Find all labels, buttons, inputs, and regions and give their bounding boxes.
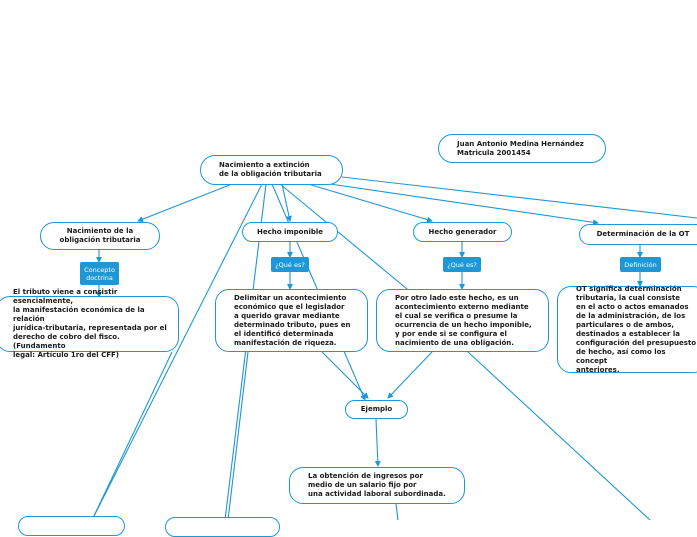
tag-definicion-label: Definición <box>624 260 657 269</box>
edge-generador-text-to-offscreen <box>467 351 651 520</box>
ejemplo-label: Ejemplo <box>360 405 393 413</box>
text-nacimiento[interactable]: El tributo viene a consistir esencialmen… <box>0 288 179 359</box>
text-determinacion-body: OT significa determinación tributaria, l… <box>576 284 697 374</box>
text-hecho-generador-body: Por otro lado este hecho, es un aconteci… <box>395 293 532 347</box>
ejemplo-node[interactable]: Ejemplo <box>345 400 408 419</box>
branch-hecho-generador-label: Hecho generador <box>428 227 497 236</box>
root-node[interactable]: Nacimiento a extinción de la obligación … <box>200 155 343 185</box>
tag-que-es-generador-label: ¿Qué es? <box>447 260 477 269</box>
edge-root-to-offscreen-1 <box>91 183 263 520</box>
edge-root-to-offscreen-right <box>341 176 697 219</box>
text-ejemplo[interactable]: La obtención de ingresos por medio de un… <box>289 467 465 504</box>
tag-concepto-doctrina[interactable]: Concepto doctrina <box>80 262 119 285</box>
edge-example-text-to-offscreen <box>395 503 399 520</box>
offscreen-node-center[interactable] <box>165 517 280 537</box>
tag-que-es-generador[interactable]: ¿Qué es? <box>443 257 481 272</box>
edge-root-to-determinacion <box>329 183 599 226</box>
edge-root-to-hecho-imponible <box>281 183 292 222</box>
edge-root-to-nacimiento <box>137 183 233 222</box>
edge-imponible-text-to-offscreen <box>227 351 249 520</box>
edge-root-to-ejemplo-b <box>279 183 419 299</box>
branch-determinacion-label: Determinación de la OT <box>596 230 690 238</box>
edge-generador-text-to-ejemplo <box>387 351 433 399</box>
text-determinacion[interactable]: OT significa determinación tributaria, l… <box>557 284 697 374</box>
tag-concepto-doctrina-label: Concepto doctrina <box>84 265 115 282</box>
branch-hecho-generador[interactable]: Hecho generador <box>413 222 512 242</box>
tag-definicion[interactable]: Definición <box>620 257 661 272</box>
branch-determinacion[interactable]: Determinación de la OT <box>579 224 697 245</box>
edge-root-to-hecho-generador <box>307 183 433 223</box>
branch-nacimiento-label: Nacimiento de la obligación tributaria <box>59 227 141 244</box>
text-hecho-imponible-body: Delimitar un acontecimiento económico qu… <box>234 293 351 347</box>
connector-lines <box>91 176 697 520</box>
edge-ejemplo-to-example-text <box>374 418 381 467</box>
tag-que-es-imponible[interactable]: ¿Qué es? <box>271 257 309 272</box>
edge-imponible-text-to-ejemplo <box>321 351 369 399</box>
edge-nacimiento-text-to-offscreen <box>91 351 173 520</box>
offscreen-node-left[interactable] <box>18 516 125 536</box>
root-label: Nacimiento a extinción de la obligación … <box>219 161 322 178</box>
author-id: Matricula 2001454 <box>457 148 531 157</box>
text-hecho-generador[interactable]: Por otro lado este hecho, es un aconteci… <box>376 289 549 352</box>
text-hecho-imponible[interactable]: Delimitar un acontecimiento económico qu… <box>215 289 368 352</box>
branch-hecho-imponible-label: Hecho imponible <box>256 227 324 236</box>
text-nacimiento-body: El tributo viene a consistir esencialmen… <box>13 288 167 359</box>
tag-que-es-imponible-label: ¿Qué es? <box>275 260 305 269</box>
text-ejemplo-body: La obtención de ingresos por medio de un… <box>308 472 446 498</box>
branch-hecho-imponible[interactable]: Hecho imponible <box>242 222 338 242</box>
branch-nacimiento[interactable]: Nacimiento de la obligación tributaria <box>40 222 160 250</box>
author-name: Juan Antonio Medina Hernández <box>457 139 584 148</box>
